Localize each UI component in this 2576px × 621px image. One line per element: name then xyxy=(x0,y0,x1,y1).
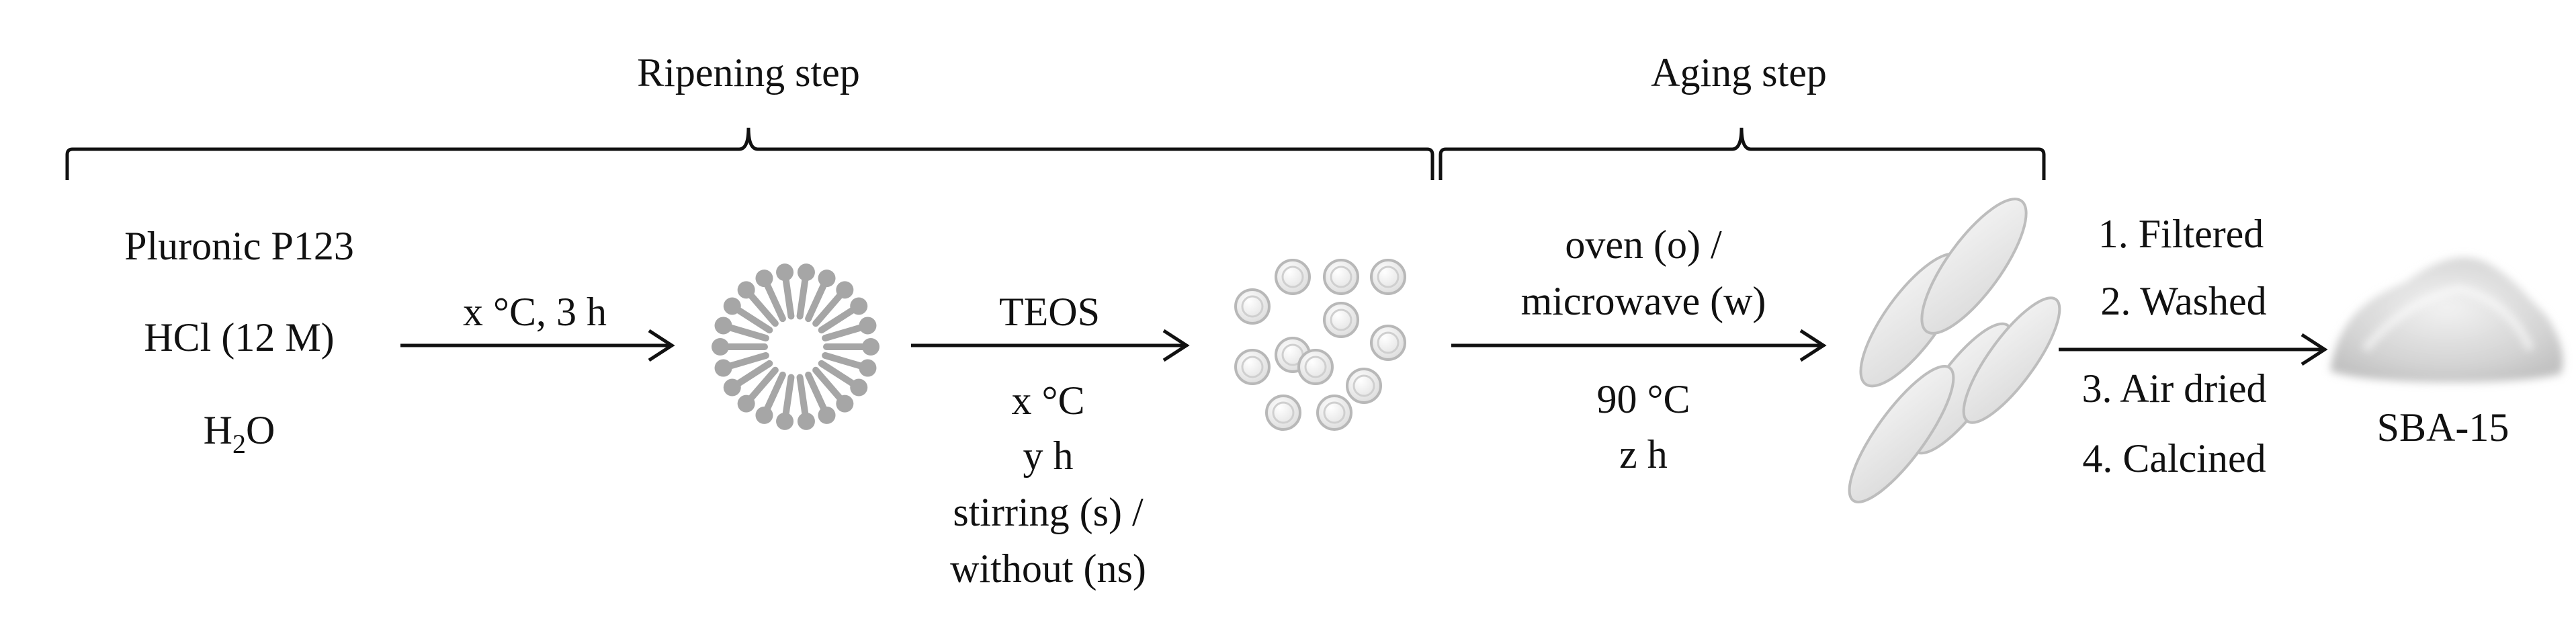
micelle-sphere-core xyxy=(1377,265,1400,288)
surfactant-tail xyxy=(822,323,866,342)
elongated-rod xyxy=(1848,365,1955,503)
post-step-4: 4. Calcined xyxy=(2082,436,2266,481)
surfactant-head xyxy=(836,395,854,413)
reagent-pluronic: Pluronic P123 xyxy=(124,224,354,268)
surfactant-head xyxy=(755,406,773,424)
surfactant-tail xyxy=(763,280,786,323)
surfactant-head xyxy=(755,270,773,288)
micelle-sphere-core xyxy=(1330,265,1353,288)
micelle-sphere xyxy=(1275,259,1311,295)
surfactant-tail xyxy=(812,290,845,327)
micelle-sphere xyxy=(1265,395,1301,431)
surfactant-tail xyxy=(782,374,795,419)
micelle-sphere xyxy=(1323,259,1359,295)
post-step-2: 2. Washed xyxy=(2100,279,2266,323)
post-step-3: 3. Air dried xyxy=(2082,366,2267,411)
reagent-water: H2O xyxy=(204,408,275,459)
arrow-3-label-line-1: oven (o) / xyxy=(1565,222,1722,267)
micelle-sphere xyxy=(1316,395,1353,431)
reagent-hcl: HCl (12 M) xyxy=(144,315,334,360)
micelle-sphere-core xyxy=(1241,295,1264,318)
surfactant-head xyxy=(723,297,741,315)
aging-step-label: Aging step xyxy=(1651,50,1827,95)
ripening-bracket xyxy=(65,127,1434,180)
arrow-2-condition-4: without (ns) xyxy=(950,546,1146,591)
surfactant-tail xyxy=(822,351,866,370)
ripening-step-label: Ripening step xyxy=(637,50,860,95)
micelle-sphere xyxy=(1370,259,1406,295)
surfactant-head xyxy=(850,297,868,315)
arrow-2-condition-3: stirring (s) / xyxy=(953,490,1144,534)
surfactant-tail xyxy=(796,374,809,419)
elongated-rods-icon xyxy=(1848,198,2061,503)
surfactant-tail xyxy=(805,371,828,414)
surfactant-head xyxy=(818,406,836,424)
post-step-1: 1. Filtered xyxy=(2098,212,2264,256)
surfactant-head xyxy=(712,338,729,356)
arrow-1 xyxy=(400,329,675,362)
arrow-2-label: TEOS xyxy=(999,290,1100,334)
surfactant-tail xyxy=(818,360,858,388)
product-label: SBA-15 xyxy=(2377,405,2509,450)
surfactant-tail xyxy=(733,305,773,334)
surfactant-tail xyxy=(746,290,779,327)
surfactant-head xyxy=(723,378,741,397)
surfactant-head xyxy=(714,317,732,335)
surfactant-tail xyxy=(725,323,769,342)
surfactant-tail xyxy=(782,274,795,320)
arrow-2-condition-1: x °C xyxy=(1011,378,1084,423)
micelle-sphere-core xyxy=(1272,401,1295,424)
aging-bracket xyxy=(1439,127,2046,180)
surfactant-head xyxy=(818,270,836,288)
micelle-sphere-core xyxy=(1330,308,1353,331)
surfactant-head xyxy=(776,412,794,430)
micelle-sphere-core xyxy=(1281,265,1304,288)
micelle-sphere xyxy=(1234,288,1271,325)
white-powder-pile-icon xyxy=(2330,257,2563,383)
micelle-sphere-core xyxy=(1353,374,1375,397)
arrow-3 xyxy=(1451,329,1827,362)
arrow-3-condition-1: 90 °C xyxy=(1596,377,1690,421)
micelle-sphere xyxy=(1370,325,1406,361)
surfactant-head xyxy=(737,281,755,299)
elongated-rod xyxy=(1962,296,2061,424)
surfactant-head xyxy=(797,412,815,430)
arrow-4 xyxy=(2059,333,2328,366)
elongated-rod xyxy=(1920,198,2028,335)
surfactant-head xyxy=(714,359,732,377)
arrow-3-condition-2: z h xyxy=(1619,432,1668,477)
surfactant-head xyxy=(776,263,794,282)
micelle-sphere xyxy=(1297,349,1334,385)
arrow-2-condition-2: y h xyxy=(1023,433,1074,478)
surfactant-tail xyxy=(733,360,773,388)
surfactant-tail xyxy=(818,305,858,334)
micelle-sphere-core xyxy=(1323,401,1346,424)
surfactant-head xyxy=(797,263,815,282)
micelle-sphere-core xyxy=(1241,356,1264,378)
surfactant-micelle-icon xyxy=(712,263,879,430)
arrow-3-label-line-2: microwave (w) xyxy=(1521,279,1766,323)
surfactant-head xyxy=(850,378,868,397)
surfactant-tail xyxy=(812,366,845,403)
surfactant-head xyxy=(836,281,854,299)
surfactant-tail xyxy=(763,371,786,414)
surfactant-head xyxy=(859,359,877,377)
surfactant-tail xyxy=(796,274,809,320)
surfactant-tail xyxy=(746,366,779,403)
surfactant-head xyxy=(737,395,755,413)
surfactant-tail xyxy=(805,280,828,323)
micelle-sphere-core xyxy=(1304,356,1327,378)
silica-micelle-spheres-icon xyxy=(1234,259,1406,431)
surfactant-tail xyxy=(725,351,769,370)
micelle-sphere xyxy=(1323,302,1359,338)
micelle-sphere xyxy=(1346,368,1382,404)
surfactant-head xyxy=(859,317,877,335)
arrow-1-label: x °C, 3 h xyxy=(463,290,607,334)
micelle-sphere xyxy=(1234,349,1271,385)
surfactant-head xyxy=(862,338,879,356)
micelle-sphere-core xyxy=(1377,331,1400,354)
arrow-2 xyxy=(911,329,1190,362)
